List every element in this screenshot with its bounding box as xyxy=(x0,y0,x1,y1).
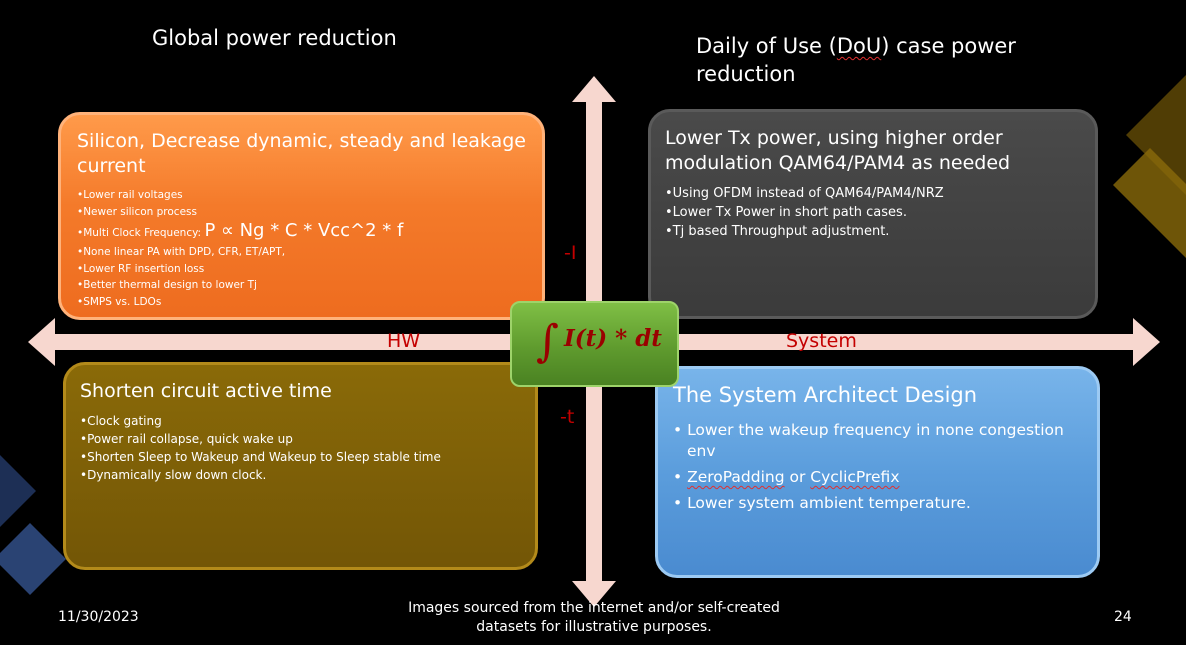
footer-date: 11/30/2023 xyxy=(58,609,139,625)
list-item: •Lower Tx Power in short path cases. xyxy=(665,205,907,220)
shorten-box: Shorten circuit active time •Clock gatin… xyxy=(63,362,538,570)
heading-dou-power-reduction: Daily of Use (DoU) case power reduction xyxy=(696,34,1016,86)
power-formula: P ∝ Ng * C * Vcc^2 * f xyxy=(204,220,404,241)
list-item: •SMPS vs. LDOs xyxy=(77,295,162,308)
dou-abbrev: DoU xyxy=(836,34,882,58)
minus-i-axis-label: -I xyxy=(564,242,577,264)
list-item: •Tj based Throughput adjustment. xyxy=(665,224,890,239)
architect-box-list: • Lower the wakeup frequency in none con… xyxy=(673,420,1085,514)
list-item: • ZeroPadding or CyclicPrefix xyxy=(673,468,900,486)
list-item: •Dynamically slow down clock. xyxy=(80,468,267,482)
list-item: •None linear PA with DPD, CFR, ET/APT, xyxy=(77,246,286,258)
footer-page-number: 24 xyxy=(1114,609,1132,625)
silicon-box: Silicon, Decrease dynamic, steady and le… xyxy=(58,112,545,320)
lower-tx-box: Lower Tx power, using higher order modul… xyxy=(648,109,1098,319)
footer-note: Images sourced from the internet and/or … xyxy=(408,600,780,635)
list-item: •Newer silicon process xyxy=(77,205,197,218)
lower-tx-box-list: •Using OFDM instead of QAM64/PAM4/NRZ •L… xyxy=(665,184,1083,241)
list-item: •Clock gating xyxy=(80,414,162,428)
list-item: •Lower rail voltages xyxy=(77,189,183,201)
minus-t-axis-label: -t xyxy=(560,406,575,428)
list-item: •Multi Clock Frequency: P ∝ Ng * C * Vcc… xyxy=(77,220,404,241)
list-item: • Lower system ambient temperature. xyxy=(673,494,971,512)
integral-expression: ∫ I(t) * dt xyxy=(536,316,662,367)
hw-axis-label: HW xyxy=(387,330,421,352)
silicon-box-list: •Lower rail voltages •Newer silicon proc… xyxy=(77,187,528,310)
shorten-box-title: Shorten circuit active time xyxy=(80,380,332,402)
list-item: •Power rail collapse, quick wake up xyxy=(80,432,293,446)
list-item: •Lower RF insertion loss xyxy=(77,262,205,275)
system-axis-label: System xyxy=(786,330,857,352)
lower-tx-box-title: Lower Tx power, using higher order modul… xyxy=(665,127,1011,174)
heading-global-power-reduction: Global power reduction xyxy=(152,26,397,50)
list-item: •Using OFDM instead of QAM64/PAM4/NRZ xyxy=(665,186,944,201)
list-item: • Lower the wakeup frequency in none con… xyxy=(673,421,1064,460)
decorative-diamonds-right xyxy=(1113,75,1186,258)
list-item: •Better thermal design to lower Tj xyxy=(77,279,257,291)
architect-box-title: The System Architect Design xyxy=(673,383,978,407)
architect-box: The System Architect Design • Lower the … xyxy=(655,366,1100,578)
shorten-box-list: •Clock gating •Power rail collapse, quic… xyxy=(80,412,523,484)
integral-center-box: ∫ I(t) * dt xyxy=(510,301,679,387)
silicon-box-title: Silicon, Decrease dynamic, steady and le… xyxy=(77,130,526,177)
list-item: •Shorten Sleep to Wakeup and Wakeup to S… xyxy=(80,450,441,464)
decorative-diamonds-left xyxy=(0,455,66,595)
